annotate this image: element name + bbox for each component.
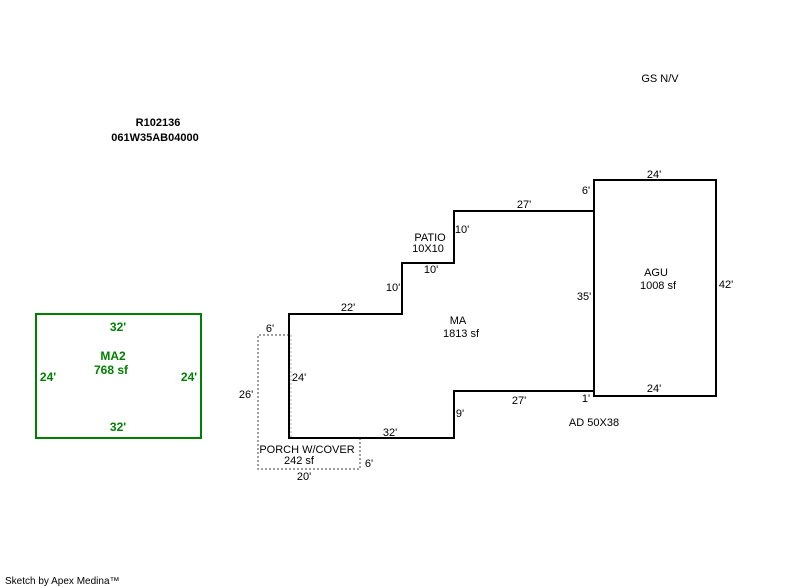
agu-dim-right: 42' <box>719 279 733 291</box>
agu-dim-top: 24' <box>647 169 661 181</box>
agu-note: AD 50X38 <box>569 417 619 429</box>
porch-dim-bottom: 20' <box>297 471 311 483</box>
agu-label: AGU <box>644 267 668 279</box>
ma-area: 1813 sf <box>443 328 480 340</box>
ma-dim-35: 35' <box>577 291 591 303</box>
parcel-id: R102136 <box>136 117 181 129</box>
map-number: 061W35AB04000 <box>111 132 198 144</box>
ma-dim-10a: 10' <box>386 282 400 294</box>
sketch-credit: Sketch by Apex Medina™ <box>5 576 120 587</box>
agu-area: 1008 sf <box>640 280 677 292</box>
ma2-dim-right: 24' <box>181 370 197 384</box>
agu-outline <box>593 179 717 397</box>
note-gs: GS N/V <box>641 73 679 85</box>
ma2-label: MA2 <box>100 349 126 363</box>
ma2-dim-top: 32' <box>110 320 126 334</box>
agu-dim-bottom: 24' <box>647 383 661 395</box>
ma2-outline <box>35 313 202 439</box>
patio-label: PATIO <box>414 232 446 244</box>
ma-dim-10c: 10' <box>455 224 469 236</box>
porch-dim-right: 6' <box>365 458 373 470</box>
ma-dim-22: 22' <box>341 302 355 314</box>
ma-dim-27-bottom: 27' <box>512 395 526 407</box>
porch-dim-top: 6' <box>266 323 274 335</box>
patio-size: 10X10 <box>412 243 444 255</box>
ma2-area: 768 sf <box>94 363 129 377</box>
porch-outline <box>257 334 361 470</box>
ma2-dim-bottom: 32' <box>110 420 126 434</box>
porch-area: 242 sf <box>284 455 315 467</box>
ma2-dim-left: 24' <box>40 370 56 384</box>
porch-dim-left: 26' <box>239 389 253 401</box>
ma-dim-32: 32' <box>383 427 397 439</box>
ma-dim-10b: 10' <box>424 264 438 276</box>
ma-label: MA <box>450 315 467 327</box>
ma-dim-24: 24' <box>292 372 306 384</box>
agu-dim-6: 6' <box>582 185 590 197</box>
agu-dim-1: 1' <box>582 393 590 405</box>
ma-dim-9: 9' <box>456 408 464 420</box>
ma-dim-27-top: 27' <box>517 199 531 211</box>
porch-label: PORCH W/COVER <box>259 444 354 456</box>
